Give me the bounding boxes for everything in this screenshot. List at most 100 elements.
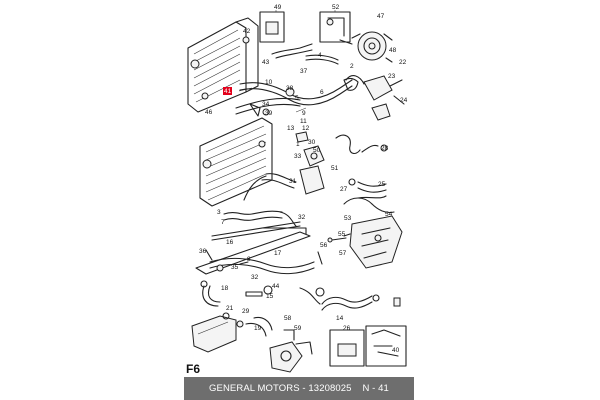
coolant-outlet-31 — [299, 165, 325, 195]
sensor-39 — [262, 108, 270, 116]
hose-upper-left — [271, 43, 313, 55]
coolant-pipe-16 — [195, 231, 311, 275]
section-label: F6 — [186, 362, 201, 376]
pump-58-59 — [269, 329, 313, 373]
footer-page: N - 41 — [362, 383, 389, 394]
callout-8: 8 — [247, 256, 251, 263]
bolt-57 — [317, 251, 323, 265]
water-pump — [339, 31, 393, 63]
callout-43: 43 — [262, 59, 270, 66]
callout-23: 23 — [388, 73, 396, 80]
callout-13: 13 — [287, 125, 295, 132]
callout-37: 37 — [300, 68, 308, 75]
bracket-53-54 — [343, 197, 403, 269]
box-49 — [259, 11, 285, 43]
callout-11: 11 — [300, 118, 307, 125]
callout-1: 1 — [296, 141, 300, 148]
hose-18 — [202, 285, 219, 307]
footer-brand: GENERAL MOTORS — [209, 383, 300, 394]
callout-57: 57 — [339, 250, 347, 257]
callout-39: 39 — [265, 110, 273, 117]
callout-52: 52 — [332, 4, 340, 11]
callout-27: 27 — [340, 186, 348, 193]
callout-7: 7 — [221, 219, 225, 226]
callout-49: 49 — [274, 4, 282, 11]
callout-51: 51 — [331, 165, 339, 172]
callout-16: 16 — [226, 239, 234, 246]
callout-50: 50 — [313, 147, 321, 154]
callout-12: 12 — [302, 125, 310, 132]
callout-38: 38 — [286, 85, 294, 92]
bolt-56 — [331, 237, 347, 241]
pipe-28 — [335, 134, 361, 155]
callout-30: 30 — [308, 139, 316, 146]
box-26 — [329, 329, 365, 367]
clamp-44 — [263, 285, 273, 295]
callout-44: 44 — [272, 283, 280, 290]
callout-35: 35 — [231, 264, 239, 271]
callout-58: 58 — [284, 315, 292, 322]
callout-46: 46 — [205, 109, 213, 116]
callout-15: 15 — [266, 293, 274, 300]
box-40 — [365, 325, 407, 367]
callout-54: 54 — [385, 211, 393, 218]
callout-24: 24 — [400, 97, 408, 104]
callout-33: 33 — [294, 153, 302, 160]
callout-31: 31 — [289, 178, 297, 185]
clip-35 — [216, 264, 224, 272]
callout-56: 56 — [320, 242, 328, 249]
callout-26: 26 — [343, 325, 351, 332]
callout-40: 40 — [392, 347, 400, 354]
callout-59: 59 — [294, 325, 302, 332]
footer-separator: - — [299, 383, 309, 394]
radiator-lower — [199, 117, 273, 207]
callout-5: 5 — [295, 95, 299, 102]
callout-34: 34 — [262, 101, 270, 108]
callout-3: 3 — [217, 209, 221, 216]
callout-9: 9 — [302, 110, 306, 117]
footer-part-number: 13208025 — [308, 383, 352, 394]
callout-53: 53 — [344, 215, 352, 222]
thermostat-housing — [363, 75, 405, 121]
thermostat-30 — [295, 131, 325, 167]
callout-18: 18 — [221, 285, 229, 292]
hose-14 — [321, 295, 373, 305]
callout-47: 47 — [377, 13, 385, 20]
callout-41: 41 — [224, 88, 232, 95]
callout-32-b: 32 — [251, 274, 259, 281]
sensor-38 — [285, 87, 295, 97]
callouts: 49 52 47 48 42 4 43 10 37 2 22 23 41 46 … — [199, 4, 408, 354]
callout-10: 10 — [265, 79, 273, 86]
hose-19 — [253, 316, 273, 331]
callout-36: 36 — [199, 248, 207, 255]
callout-14: 14 — [336, 315, 344, 322]
hose-4 — [305, 54, 339, 61]
footer-bar: GENERAL MOTORS - 13208025 N - 41 — [184, 377, 414, 400]
hose-3 — [223, 210, 283, 215]
callout-4: 4 — [318, 52, 322, 59]
callout-21: 21 — [226, 305, 234, 312]
callout-19: 19 — [254, 325, 262, 332]
callout-25: 25 — [378, 181, 386, 188]
callout-17: 17 — [274, 250, 282, 257]
box-52 — [319, 11, 351, 43]
expansion-tank — [191, 312, 237, 353]
bolt-36 — [205, 249, 213, 261]
cap-29 — [236, 320, 244, 328]
radiator-upper — [187, 17, 259, 113]
callout-42: 42 — [243, 28, 251, 35]
callout-6: 6 — [320, 89, 324, 96]
callout-41-highlight — [223, 87, 232, 95]
callout-2: 2 — [350, 63, 354, 70]
callout-28: 28 — [381, 145, 389, 152]
hose-lower-rad — [235, 97, 301, 109]
callout-29: 29 — [242, 308, 250, 315]
hose-27 — [357, 181, 387, 187]
callout-55: 55 — [338, 231, 346, 238]
hose-7b — [299, 287, 321, 305]
callout-22: 22 — [399, 59, 407, 66]
callout-32-a: 32 — [298, 214, 306, 221]
hose-17 — [209, 257, 315, 269]
